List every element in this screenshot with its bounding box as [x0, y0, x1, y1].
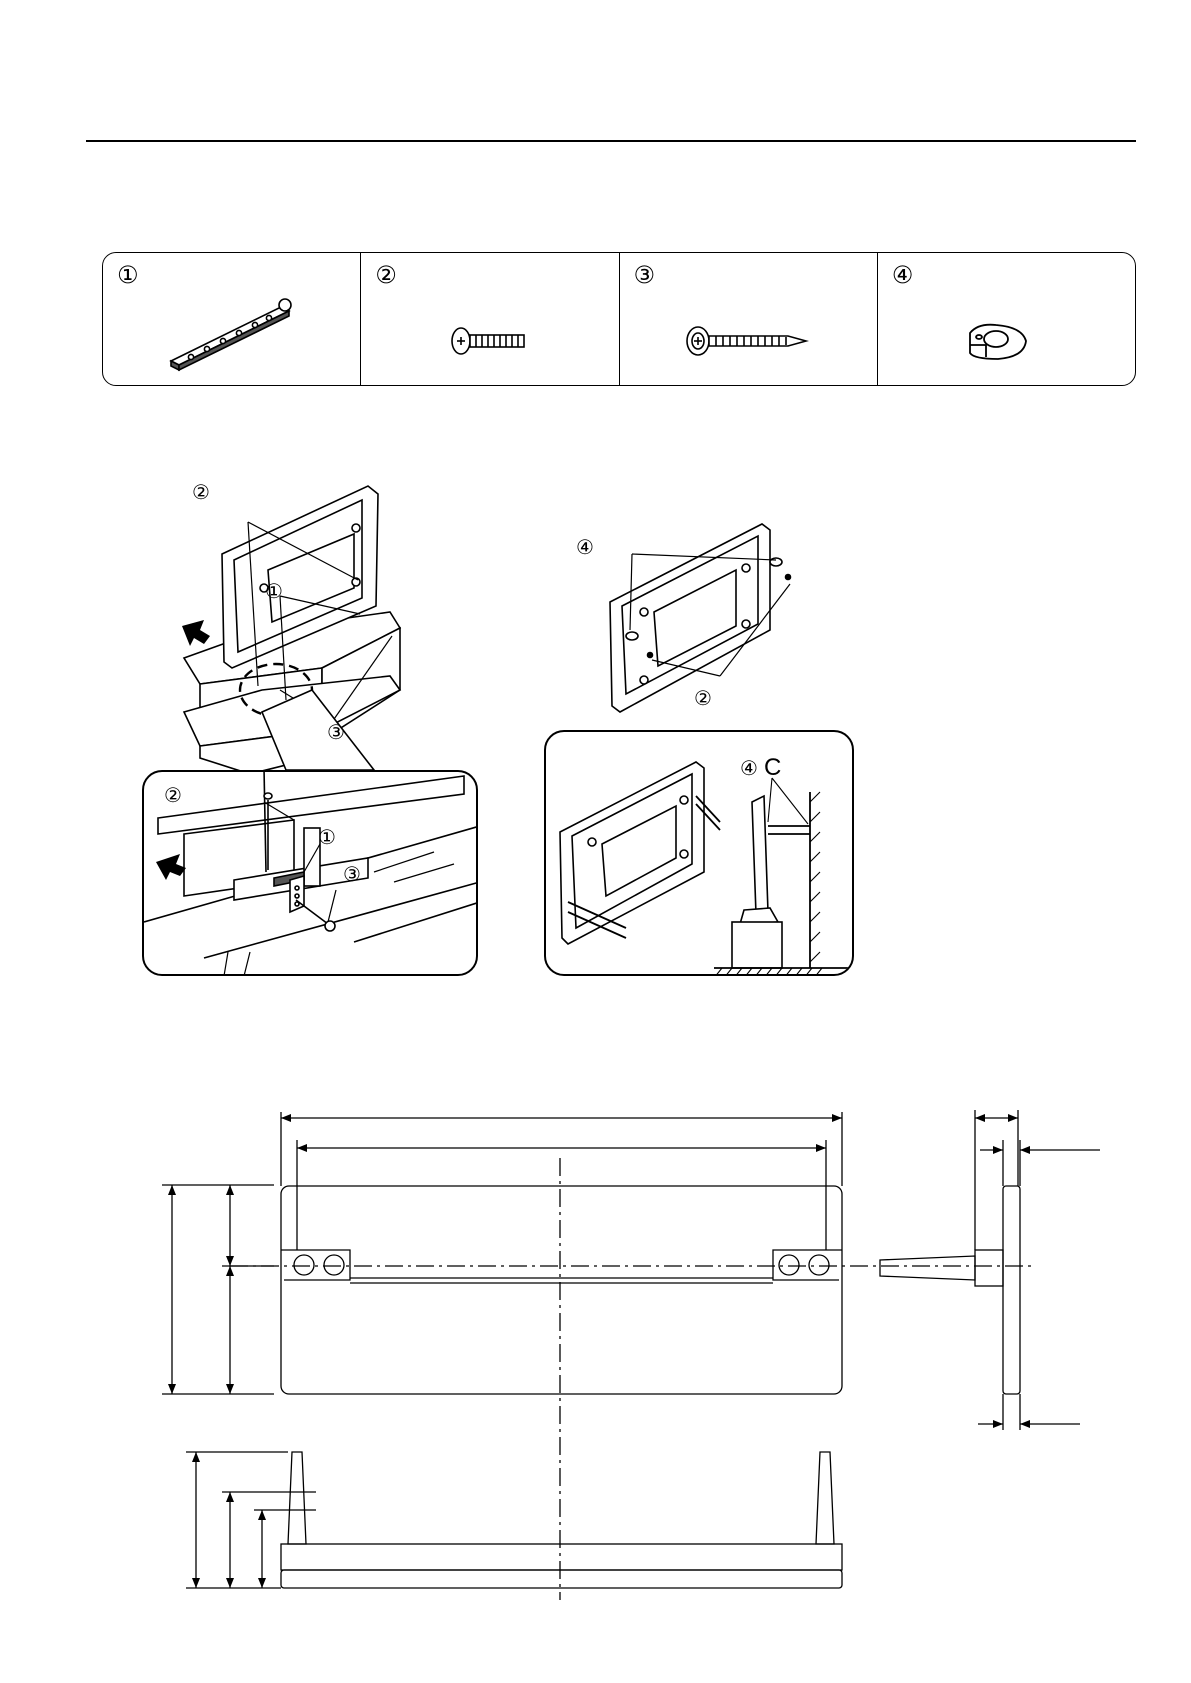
dimension-drawing	[0, 0, 1191, 1683]
